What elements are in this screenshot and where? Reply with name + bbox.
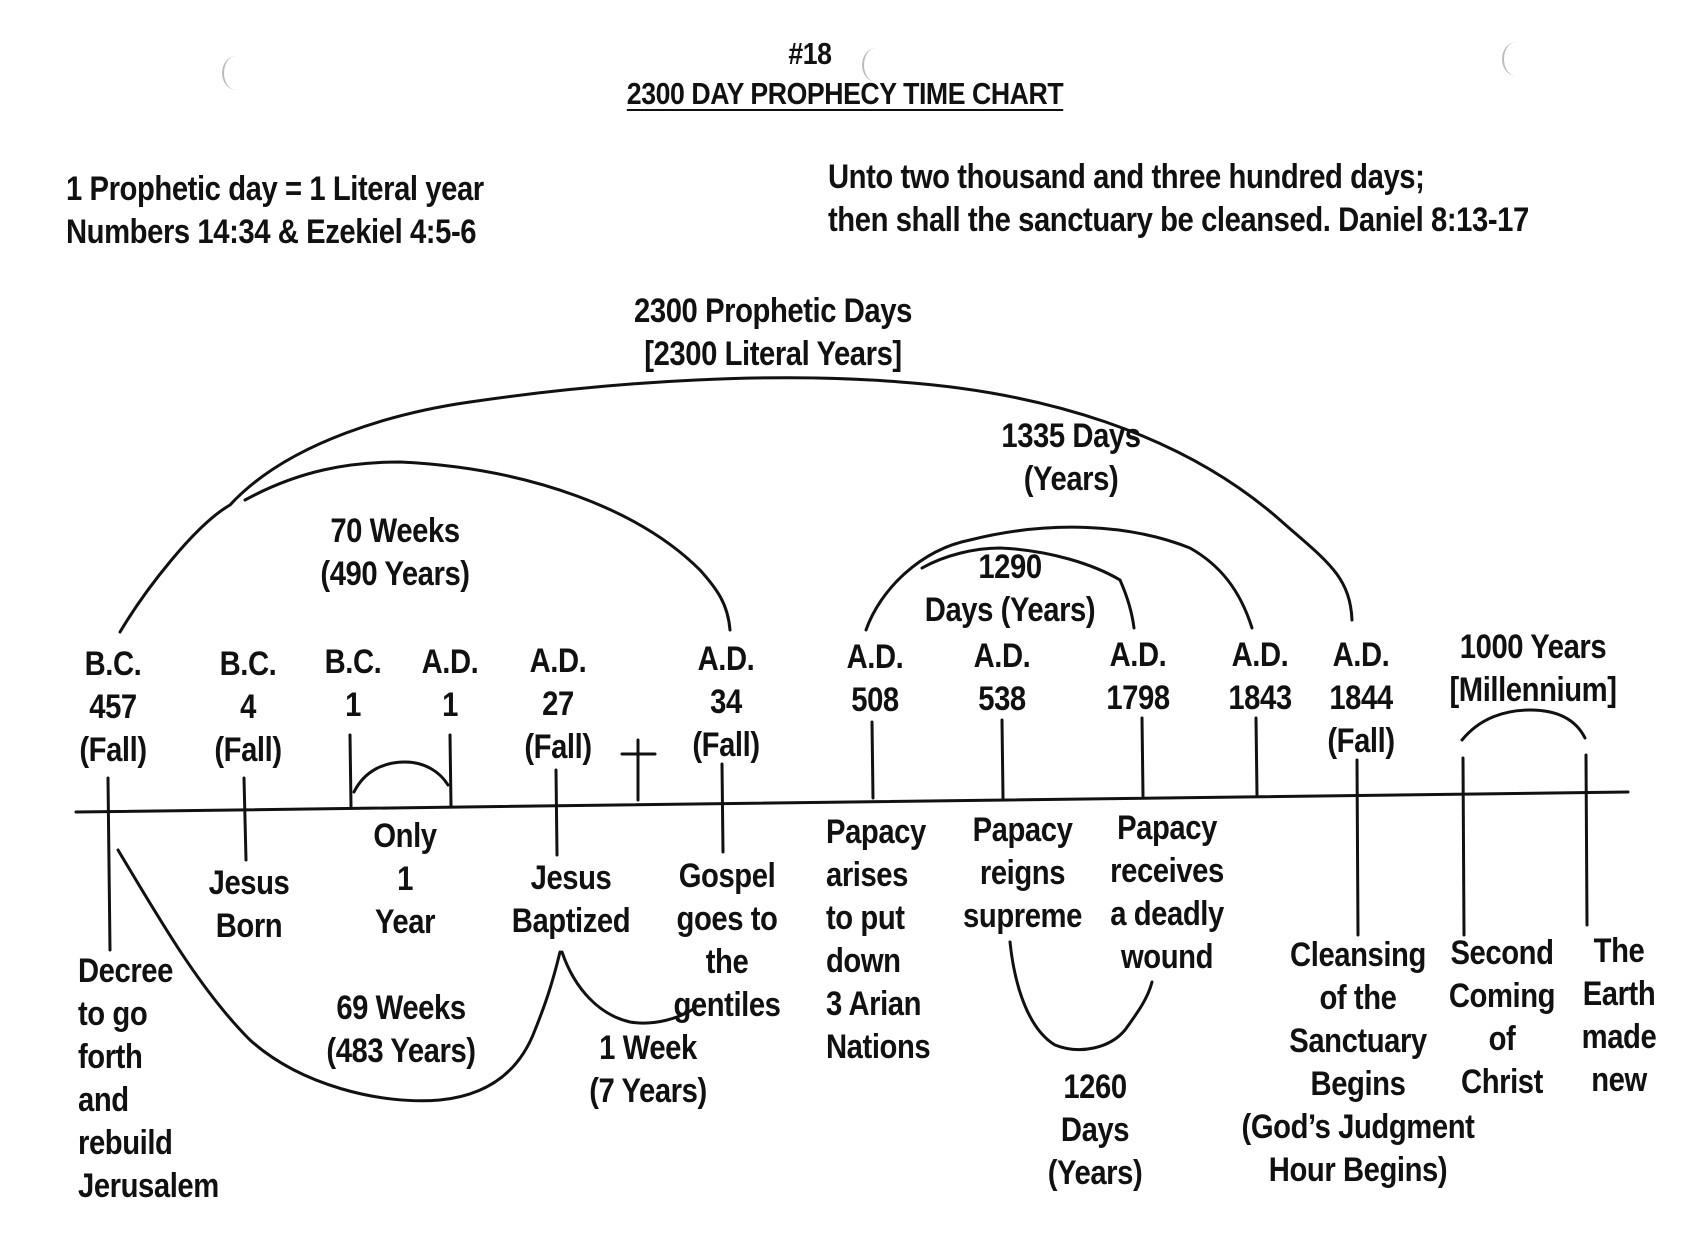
- punch-hole-left: [222, 56, 250, 90]
- chart-title: 2300 DAY PROPHECY TIME CHART: [626, 76, 1064, 111]
- arc-1-week: [560, 950, 697, 1025]
- tick-ad1844: [1355, 758, 1360, 937]
- date-ad1798: A.D. 1798: [1106, 636, 1170, 717]
- date-bc457: B.C. 457 (Fall): [79, 645, 147, 769]
- event-earth-made-new: The Earth made new: [1581, 932, 1657, 1099]
- arc-1290-days: [920, 546, 1136, 630]
- tick-ad1: [448, 733, 453, 808]
- arc-only-1-year: [352, 760, 450, 794]
- span-1290-label: 1290 Days (Years): [924, 548, 1096, 629]
- event-jesus-born: Jesus Born: [208, 864, 290, 945]
- date-bc4: B.C. 4 (Fall): [214, 645, 282, 769]
- date-ad27: A.D. 27 (Fall): [524, 642, 592, 766]
- event-papacy-reigns: Papacy reigns supreme: [963, 811, 1082, 935]
- date-ad1843: A.D. 1843: [1228, 636, 1292, 717]
- tick-earth-made-new: [1584, 753, 1589, 927]
- event-jesus-baptized: Jesus Baptized: [511, 859, 631, 940]
- date-ad508: A.D. 508: [846, 638, 904, 719]
- tick-second-coming: [1461, 756, 1466, 937]
- event-cleansing-sanctuary: Cleansing of the Sanctuary Begins (God’s…: [1241, 936, 1475, 1189]
- span-1260-label: 1260 Days (Years): [1047, 1068, 1143, 1192]
- event-decree: Decree to go forth and rebuild Jerusalem: [78, 952, 219, 1205]
- tick-ad27: [554, 768, 559, 857]
- span-1-week-label: 1 Week (7 Years): [589, 1029, 707, 1110]
- arc-69-weeks: [116, 848, 562, 1103]
- date-ad538: A.D. 538: [973, 637, 1031, 718]
- arc-1335-days: [864, 525, 1254, 632]
- span-2300-label: 2300 Prophetic Days [2300 Literal Years]: [634, 292, 912, 373]
- note-left: 1 Prophetic day = 1 Literal year Numbers…: [66, 170, 484, 251]
- date-bc1: B.C. 1: [324, 643, 382, 724]
- span-1000-label: 1000 Years [Millennium]: [1449, 628, 1617, 709]
- tick-bc457: [106, 776, 112, 952]
- tick-ad1843: [1254, 716, 1259, 797]
- tick-ad1798: [1140, 716, 1145, 798]
- tick-bc4: [242, 776, 248, 862]
- span-69-weeks-label: 69 Weeks (483 Years): [326, 989, 476, 1070]
- date-ad1: A.D. 1: [421, 643, 479, 724]
- tick-ad508: [870, 720, 875, 800]
- date-ad34: A.D. 34 (Fall): [692, 640, 760, 764]
- event-second-coming: Second Coming of Christ: [1448, 934, 1556, 1101]
- event-gospel-gentiles: Gospel goes to the gentiles: [673, 857, 781, 1024]
- tick-ad538: [1000, 718, 1005, 800]
- date-ad1844: A.D. 1844 (Fall): [1327, 636, 1395, 760]
- arc-2300-days: [118, 376, 1354, 634]
- main-timeline: [74, 790, 1630, 814]
- note-right: Unto two thousand and three hundred days…: [828, 158, 1529, 239]
- chart-number: #18: [788, 36, 832, 71]
- arc-1260-days: [1008, 940, 1154, 1052]
- punch-hole-right: [1502, 42, 1530, 76]
- event-papacy-wound: Papacy receives a deadly wound: [1110, 809, 1224, 976]
- span-1335-label: 1335 Days (Years): [1001, 417, 1141, 498]
- tick-ad34: [720, 762, 725, 854]
- span-70-weeks-label: 70 Weeks (490 Years): [320, 512, 470, 593]
- event-only-1-year: Only 1 Year: [373, 817, 437, 941]
- event-papacy-arises: Papacy arises to put down 3 Arian Nation…: [826, 813, 931, 1066]
- arc-1000-years: [1460, 708, 1587, 742]
- tick-bc1: [348, 733, 353, 808]
- arc-70-weeks: [243, 460, 732, 632]
- punch-hole-center: [862, 48, 890, 82]
